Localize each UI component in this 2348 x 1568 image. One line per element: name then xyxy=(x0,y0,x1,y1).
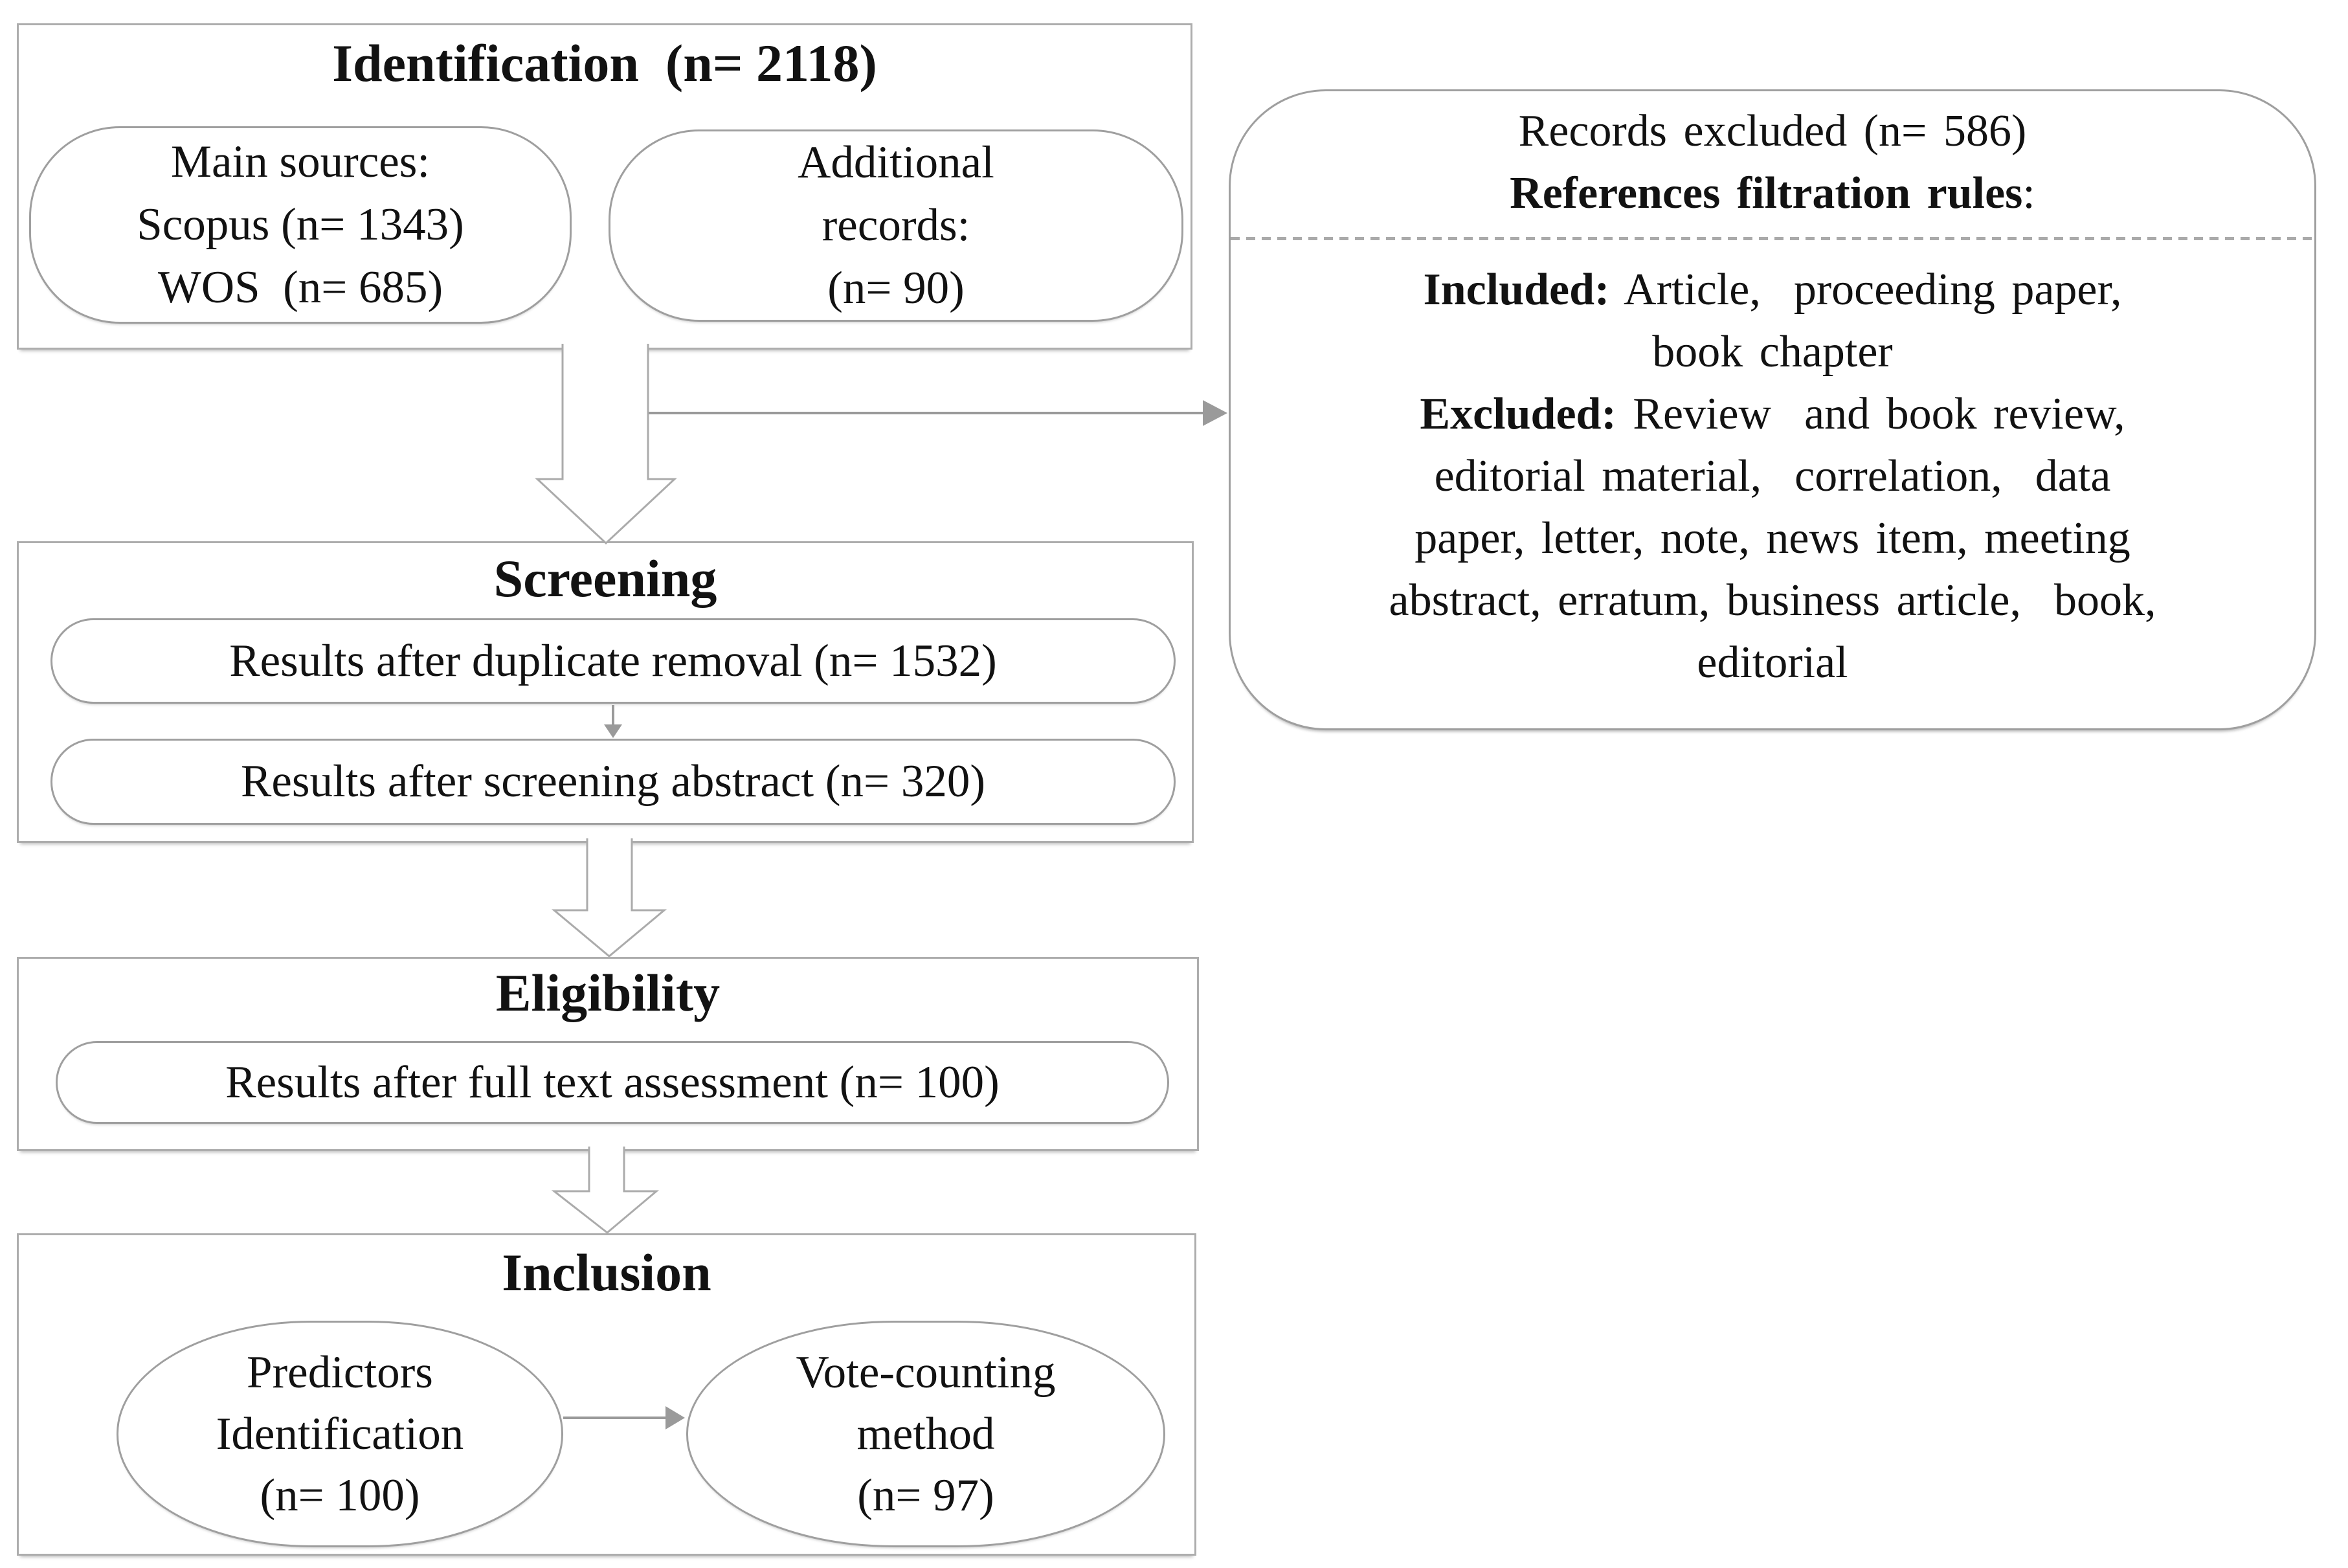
full-text-assessment-label: Results after full text assessment (n= 1… xyxy=(225,1057,1000,1108)
arrow-eligibility-to-inclusion xyxy=(551,1147,660,1234)
body-line: editorial material, correlation, data xyxy=(1434,451,2111,501)
arrow-screening-to-eligibility xyxy=(551,838,667,958)
body-line: editorial xyxy=(1697,638,1848,688)
body-line: Excluded: Review and book review, xyxy=(1420,389,2125,439)
predictors-identification-shape: Predictors Identification (n= 100) xyxy=(117,1321,563,1547)
body-line: book chapter xyxy=(1652,327,1893,377)
main-sources-shape: Main sources: Scopus (n= 1343) WOS (n= 6… xyxy=(29,126,572,324)
additional-records-shape: Additional records: (n= 90) xyxy=(609,129,1183,322)
filtration-rules-body: Included: Article, proceeding paper, boo… xyxy=(1229,259,2316,694)
filtration-rules-subheader: References filtration rules: xyxy=(1229,162,2316,225)
eligibility-title: Eligibility xyxy=(495,963,721,1022)
predictors-line: Identification xyxy=(216,1408,464,1459)
body-line: abstract, erratum, business article, boo… xyxy=(1389,576,2156,625)
vote-counting-line: method xyxy=(856,1408,995,1459)
predictors-line: Predictors xyxy=(247,1347,433,1398)
duplicate-removal-shape: Results after duplicate removal (n= 1532… xyxy=(50,618,1176,704)
abstract-screening-shape: Results after screening abstract (n= 320… xyxy=(50,739,1176,825)
main-sources-line: Main sources: xyxy=(170,137,430,187)
additional-records-line: Additional xyxy=(798,137,994,188)
body-line: paper, letter, note, news item, meeting xyxy=(1414,513,2130,563)
additional-records-line: (n= 90) xyxy=(827,263,965,313)
arrow-identification-to-screening xyxy=(535,344,677,545)
body-line: Included: Article, proceeding paper, xyxy=(1423,265,2122,315)
vote-counting-line: (n= 97) xyxy=(857,1470,994,1521)
main-sources-line: WOS (n= 685) xyxy=(157,262,443,313)
panel-dashed-divider xyxy=(1231,237,2314,240)
screening-title: Screening xyxy=(493,549,717,608)
filtration-rules-colon: : xyxy=(2022,168,2035,218)
records-excluded-panel xyxy=(1229,89,2316,730)
records-excluded-header: Records excluded (n= 586) xyxy=(1518,106,2027,156)
additional-records-line: records: xyxy=(822,200,970,251)
connector-to-excluded-panel-arrowhead xyxy=(1203,400,1227,426)
main-sources-line: Scopus (n= 1343) xyxy=(137,199,464,250)
filtration-rules-bold: References filtration rules xyxy=(1510,168,2023,218)
duplicate-removal-label: Results after duplicate removal (n= 1532… xyxy=(229,635,997,686)
full-text-assessment-shape: Results after full text assessment (n= 1… xyxy=(56,1041,1169,1124)
predictors-line: (n= 100) xyxy=(260,1470,420,1521)
vote-counting-line: Vote-counting xyxy=(796,1347,1056,1398)
inclusion-title: Inclusion xyxy=(502,1243,711,1302)
abstract-screening-label: Results after screening abstract (n= 320… xyxy=(240,756,985,807)
vote-counting-shape: Vote-counting method (n= 97) xyxy=(686,1321,1165,1547)
identification-title: Identification (n= 2118) xyxy=(332,34,877,93)
